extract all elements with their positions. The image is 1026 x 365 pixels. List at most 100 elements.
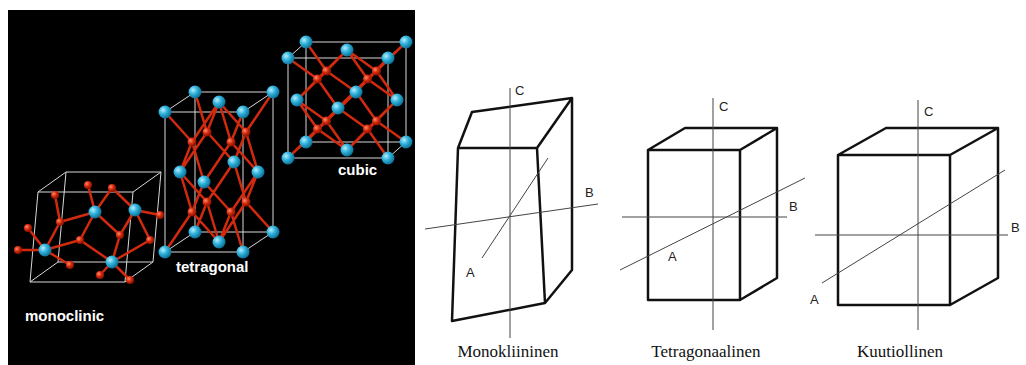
line-work (288, 42, 406, 158)
atom (188, 138, 197, 147)
atom (322, 117, 331, 126)
atom (267, 86, 280, 99)
atom (129, 204, 142, 217)
axis-label: C (719, 100, 728, 113)
atom (350, 86, 363, 99)
atom (227, 208, 236, 217)
tetragonal-cell (159, 86, 280, 259)
atom (363, 125, 372, 134)
atom (159, 246, 172, 259)
atom (126, 276, 134, 284)
atom (106, 256, 119, 269)
line-work (18, 185, 160, 280)
axis-label: B (789, 200, 798, 213)
atom (267, 226, 280, 239)
cubic-prism (815, 100, 1008, 330)
shape (282, 36, 413, 165)
monoclinic-cell (14, 172, 164, 284)
structure-name: tetragonal (176, 259, 249, 274)
atom (372, 67, 381, 76)
atom (300, 136, 313, 149)
axis-label: C (515, 84, 524, 97)
atom (66, 261, 74, 269)
line-work (815, 100, 1008, 330)
black-panel (8, 10, 415, 365)
atom (252, 166, 265, 179)
shape (159, 86, 280, 259)
atom (189, 86, 202, 99)
line-work (30, 172, 161, 282)
atom (213, 96, 226, 109)
atom (282, 152, 295, 165)
structure-name: monoclinic (25, 308, 104, 323)
atom (372, 117, 381, 126)
shape (188, 128, 251, 217)
atom (116, 231, 124, 239)
shape (39, 204, 142, 269)
atom (391, 94, 404, 107)
line-work (165, 92, 273, 252)
atom (39, 244, 52, 257)
atom (188, 208, 197, 217)
atom (227, 138, 236, 147)
atom (56, 218, 64, 226)
atom (198, 176, 211, 189)
atom (14, 246, 22, 254)
axis-label: B (585, 186, 594, 199)
line-work (425, 88, 598, 338)
atom (96, 271, 104, 279)
atom (237, 106, 250, 119)
axis-label: A (668, 250, 677, 263)
line-work (620, 98, 805, 330)
cubic-cell (282, 36, 413, 165)
atom (146, 236, 154, 244)
atom (189, 226, 202, 239)
atom (203, 198, 212, 207)
tetragonal-prism (620, 98, 805, 330)
atom (89, 206, 102, 219)
axis-label: A (810, 293, 819, 306)
system-name: Tetragonaalinen (651, 343, 760, 360)
atom (382, 52, 395, 65)
atom (332, 102, 345, 115)
atom (242, 198, 251, 207)
atom (322, 67, 331, 76)
atom (313, 75, 322, 84)
atom (341, 144, 354, 157)
atom (300, 36, 313, 49)
atom (242, 128, 251, 137)
line-work (288, 42, 406, 158)
line-work (165, 92, 273, 252)
shape (313, 67, 381, 134)
atom (228, 156, 241, 169)
atom (363, 75, 372, 84)
axis-label: B (1011, 221, 1020, 234)
atom (213, 236, 226, 249)
atom (159, 106, 172, 119)
atom (282, 52, 295, 65)
atom (400, 136, 413, 149)
atom (291, 94, 304, 107)
atom (51, 191, 59, 199)
atom (156, 211, 164, 219)
atom (237, 246, 250, 259)
atom (400, 36, 413, 49)
atom (84, 181, 92, 189)
atom (24, 224, 32, 232)
atom (108, 184, 116, 192)
system-name: Monokliininen (457, 343, 558, 360)
monoclinic-prism (425, 88, 598, 338)
system-name: Kuutiollinen (857, 343, 943, 360)
axis-label: C (924, 105, 933, 118)
atom (382, 152, 395, 165)
structure-name: cubic (338, 162, 377, 177)
atom (341, 44, 354, 57)
atom (203, 128, 212, 137)
atom (76, 236, 84, 244)
axis-label: A (466, 266, 475, 279)
shape (14, 181, 164, 284)
atom (313, 125, 322, 134)
line-work (452, 98, 572, 321)
